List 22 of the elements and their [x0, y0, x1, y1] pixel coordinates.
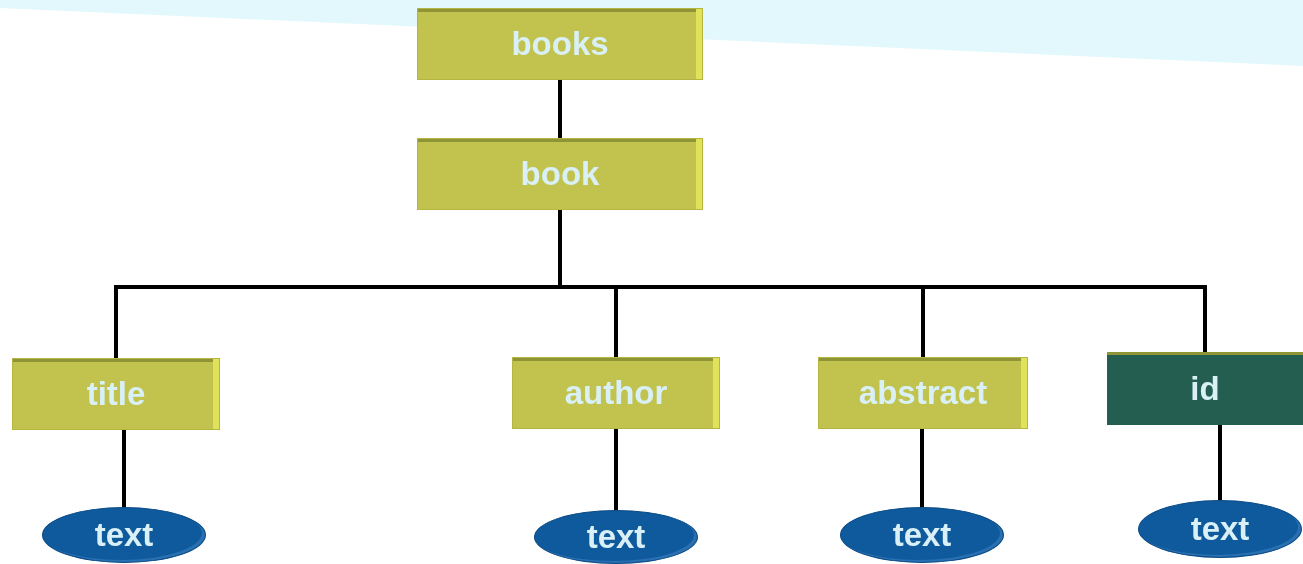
node-label: author [564, 374, 668, 412]
element-box [818, 357, 1028, 429]
element-box [417, 138, 703, 210]
node-label: book [520, 155, 600, 193]
connector-line [1218, 425, 1222, 500]
attribute-box [1107, 352, 1303, 425]
connector-line [614, 429, 618, 510]
node-label: title [86, 375, 146, 413]
connector-line [122, 430, 126, 507]
element-box [12, 358, 220, 430]
node-label: id [1190, 369, 1220, 408]
node-label: abstract [858, 374, 988, 412]
node-label: text [1190, 510, 1250, 548]
node-label: text [94, 516, 154, 554]
node-label: text [892, 516, 952, 554]
element-box [417, 8, 703, 80]
text-ellipse [1138, 500, 1302, 558]
connector-line [920, 429, 924, 507]
connector-line [558, 80, 562, 138]
node-label: text [586, 518, 646, 556]
node-label: books [511, 25, 609, 63]
element-box [512, 357, 720, 429]
